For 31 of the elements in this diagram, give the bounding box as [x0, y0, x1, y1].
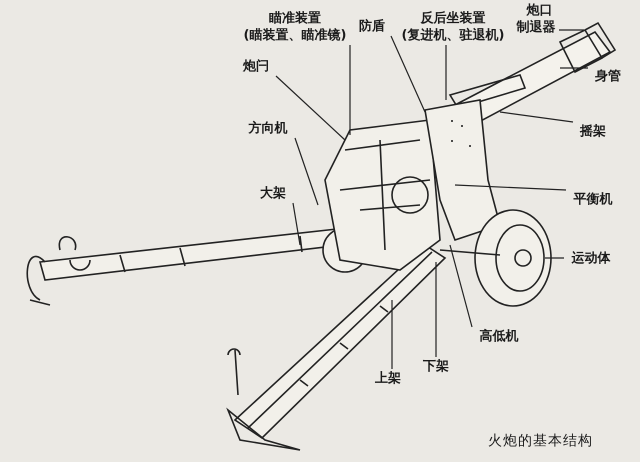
leader-line: [454, 184, 566, 191]
leader-line: [559, 29, 584, 31]
part-label: 摇架: [578, 123, 607, 140]
leader-line: [545, 257, 564, 259]
part-label: 方向机: [247, 120, 288, 137]
part-label: 防盾: [358, 18, 386, 35]
leader-line: [276, 76, 346, 140]
leader-line: [391, 300, 393, 369]
part-label: 炮口制退器: [515, 2, 556, 36]
leader-line: [390, 36, 426, 112]
part-label: 身管: [594, 68, 622, 85]
leader-line: [445, 45, 447, 100]
leader-line: [449, 244, 473, 328]
leader-line: [500, 111, 574, 123]
part-subtitle: (瞄装置、瞄准镜): [242, 27, 348, 44]
leader-line: [294, 138, 319, 206]
leader-line: [435, 262, 437, 357]
leader-line: [292, 202, 301, 246]
part-label: 下架: [422, 358, 450, 375]
part-label: 高低机: [478, 328, 520, 345]
part-label: 平衡机: [572, 191, 614, 208]
part-label: 上架: [374, 370, 402, 387]
caption: 火炮的基本结构: [488, 432, 593, 450]
leader-line: [349, 45, 351, 135]
leader-line: [560, 67, 588, 69]
part-label: 炮闩: [242, 58, 270, 75]
part-label: 反后坐装置: [420, 10, 486, 27]
part-subtitle: (复进机、驻退机): [400, 27, 506, 44]
part-label: 瞄准装置: [268, 10, 322, 27]
part-label: 运动体: [570, 250, 612, 267]
part-label: 大架: [259, 185, 287, 202]
